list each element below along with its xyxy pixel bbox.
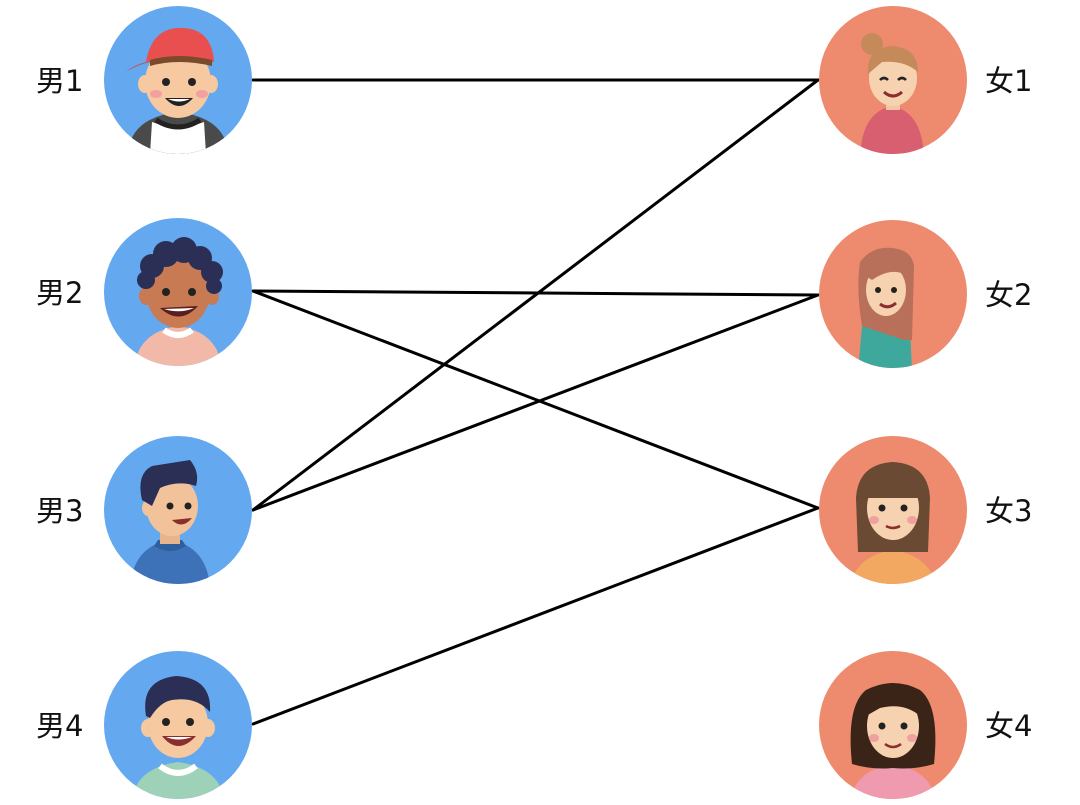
node-m2-label: 男2 [36, 276, 83, 310]
node-f3-avatar [819, 436, 967, 584]
boy-smiling-avatar-icon [132, 676, 224, 799]
girl-dark-hair-avatar-icon [850, 683, 936, 799]
edges-layer [251, 78, 820, 726]
edge-m2-f3 [251, 289, 820, 510]
girl-long-hair-avatar-icon [858, 247, 914, 368]
node-m3-label: 男3 [36, 494, 83, 528]
node-f1-avatar [819, 6, 967, 154]
node-m3-avatar [104, 436, 252, 584]
girl-bangs-avatar-icon [850, 462, 936, 584]
edge-m3-f1 [251, 78, 820, 512]
node-m1-label: 男1 [36, 64, 83, 98]
node-f4-label: 女4 [985, 709, 1032, 743]
edge-m2-f2 [251, 289, 820, 297]
node-m2-avatar [104, 218, 252, 366]
node-f2-label: 女2 [985, 278, 1032, 312]
boy-curly-hair-avatar-icon [134, 237, 223, 366]
boy-quiff-avatar-icon [130, 460, 210, 584]
boy-red-cap-avatar-icon [126, 27, 228, 154]
girl-bun-avatar-icon [860, 33, 924, 154]
edge-m4-f3 [251, 506, 820, 726]
edge-m3-f2 [251, 293, 820, 512]
node-f3-label: 女3 [985, 494, 1032, 528]
node-f2-avatar [819, 220, 967, 368]
node-f1-label: 女1 [985, 64, 1032, 98]
node-m1-avatar [104, 6, 252, 154]
node-m4-label: 男4 [36, 709, 83, 743]
node-m4-avatar [104, 651, 252, 799]
node-f4-avatar [819, 651, 967, 799]
